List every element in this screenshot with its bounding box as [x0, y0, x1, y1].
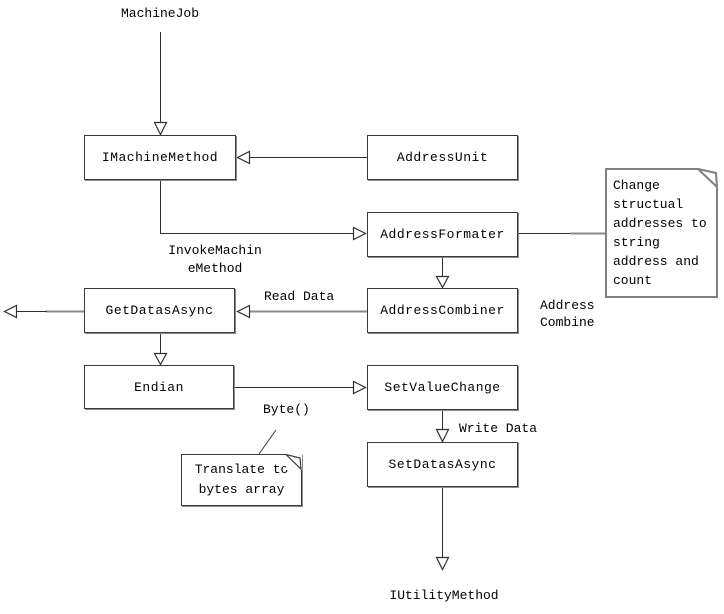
node-addresscombiner: AddressCombiner — [367, 288, 518, 333]
label-iutilitymethod: IUtilityMethod — [389, 588, 499, 603]
note-change-structural-addresses: Change structual addresses to string add… — [605, 168, 718, 298]
arrowhead-endian-setvaluechange-icon — [352, 380, 367, 395]
arrowhead-setvaluechange-setdatasasync-icon — [435, 428, 450, 443]
node-imachinemethod-label: IMachineMethod — [101, 150, 219, 165]
arrowhead-addresscombiner-getdatasasync-icon — [236, 304, 251, 319]
arrowhead-addressunit-imachinemethod-icon — [236, 150, 251, 165]
arrowhead-getdatasasync-endian-icon — [153, 352, 168, 366]
label-invokemachinemethod-line1: InvokeMachin — [168, 243, 262, 258]
node-addressformater-label: AddressFormater — [380, 227, 505, 242]
node-imachinemethod: IMachineMethod — [84, 135, 236, 180]
label-address-combine-line1: Address — [540, 298, 595, 313]
node-setvaluechange: SetValueChange — [367, 365, 518, 410]
arrowhead-addressformater-addresscombiner-icon — [435, 275, 450, 289]
folded-corner-icon — [698, 168, 718, 188]
arrowhead-imachinemethod-addressformater-icon — [352, 226, 367, 241]
note-change-line4: string — [613, 235, 660, 250]
label-read-data: Read Data — [264, 289, 335, 304]
node-setvaluechange-label: SetValueChange — [384, 380, 501, 395]
node-addresscombiner-label: AddressCombiner — [380, 303, 505, 318]
node-addressunit-label: AddressUnit — [396, 150, 489, 165]
node-setdatasasync-label: SetDatasAsync — [388, 457, 497, 472]
node-endian: Endian — [84, 365, 234, 409]
arrowhead-getdatasasync-out-icon — [3, 304, 18, 319]
label-address-combine: Address Combine — [540, 297, 595, 331]
label-machinejob: MachineJob — [120, 6, 199, 21]
node-addressformater: AddressFormater — [367, 212, 518, 257]
label-invokemachinemethod: InvokeMachin eMethod — [166, 242, 264, 278]
label-write-data: Write Data — [459, 421, 538, 436]
label-invokemachinemethod-line2: eMethod — [187, 261, 243, 276]
label-byte: Byte() — [263, 402, 310, 417]
node-getdatasasync: GetDatasAsync — [84, 288, 235, 333]
note-change-line2: structual — [613, 197, 684, 212]
node-setdatasasync: SetDatasAsync — [367, 442, 518, 487]
note-translate-to-bytes-array: Translate to bytes array — [181, 454, 302, 506]
label-address-combine-line2: Combine — [540, 315, 595, 330]
note-change-line3: addresses to — [613, 216, 707, 231]
note-change-line6: count — [613, 273, 653, 288]
note-change-line1: Change — [613, 178, 660, 193]
arrowhead-setdatasasync-iutilitymethod-icon — [435, 556, 450, 571]
folded-corner-icon — [286, 454, 302, 470]
node-endian-label: Endian — [134, 379, 184, 395]
edge-imachinemethod-addressformater — [160, 180, 353, 234]
note-translate-line1: Translate to — [194, 462, 289, 477]
note-change-line5: address and — [613, 254, 699, 269]
note-translate-line2: bytes array — [198, 482, 285, 497]
edge-translate-note-callout — [258, 429, 277, 455]
node-getdatasasync-label: GetDatasAsync — [105, 303, 214, 318]
node-addressunit: AddressUnit — [367, 135, 518, 180]
arrowhead-machinejob-imachinemethod-icon — [153, 121, 168, 136]
